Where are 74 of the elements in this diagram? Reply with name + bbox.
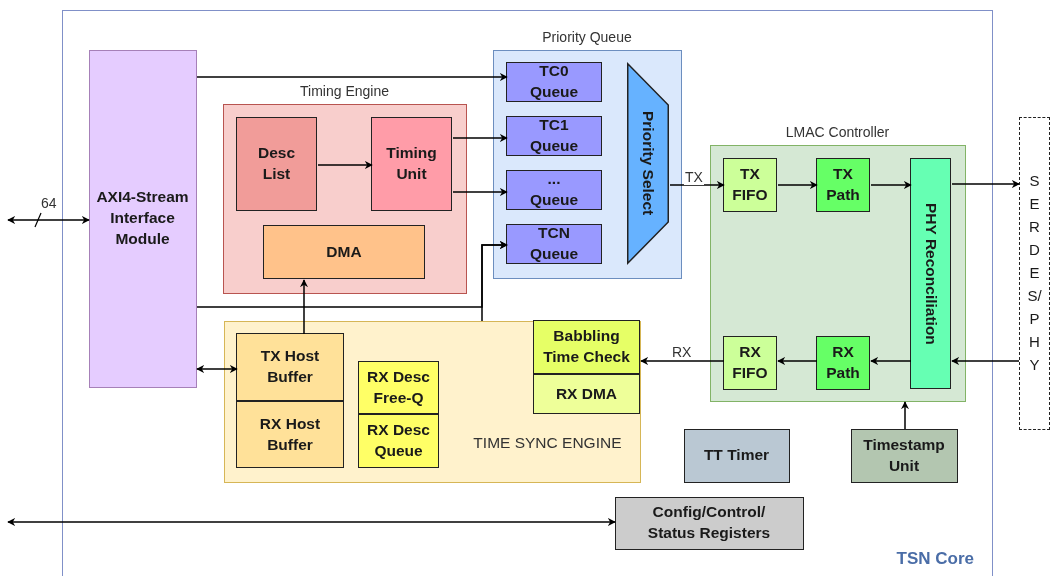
block-label: PHY Reconciliation: [921, 202, 940, 345]
queue-block: [506, 116, 602, 156]
block-label: Priority Select: [639, 111, 657, 216]
group-title: TIME SYNC ENGINE: [473, 433, 622, 452]
module-block: [263, 225, 425, 279]
arrow: [901, 401, 909, 430]
arrow: [452, 134, 508, 142]
arrow: [870, 357, 912, 365]
block-label: Desc List: [256, 143, 297, 184]
arrow: [7, 216, 90, 224]
module-block: [533, 320, 640, 374]
block-label: Config/Control/ Status Registers: [646, 502, 772, 543]
arrow: [300, 279, 308, 335]
module-block: [910, 158, 951, 389]
module-block: [88, 49, 197, 388]
block-label: Babbling Time Check: [542, 326, 631, 367]
arrow: [951, 180, 1020, 188]
block-label: RX Path: [825, 342, 861, 383]
module-block: [683, 428, 790, 483]
block-label: TX Path: [825, 164, 861, 205]
module-block: [533, 374, 640, 414]
block-label: TCN Queue: [528, 223, 580, 264]
block-label: TC0 Queue: [528, 61, 580, 102]
edge-label: TX: [684, 170, 704, 186]
arrow: [777, 181, 818, 189]
core-boundary: [62, 10, 993, 576]
group-title: TSN Core: [896, 549, 974, 569]
arrow: [951, 357, 1020, 365]
arrow: [196, 365, 238, 373]
group-panel: [223, 320, 641, 483]
arrow: [317, 161, 373, 169]
arrow: [870, 181, 912, 189]
block-label: DMA: [326, 241, 362, 262]
block-label: AXI4-Stream Interface Module: [95, 187, 190, 249]
module-block: [236, 117, 317, 211]
arrow: [669, 181, 725, 189]
block-label: RX FIFO: [731, 342, 769, 383]
group-title: Timing Engine: [300, 82, 389, 99]
queue-block: [358, 414, 439, 468]
block-label: TX Host Buffer: [259, 346, 321, 387]
arrow: [7, 518, 616, 526]
module-block: [816, 336, 870, 390]
arrow: [777, 357, 818, 365]
block-label: TT Timer: [703, 445, 770, 466]
buffer-block: [236, 401, 344, 468]
block-label: RX Host Buffer: [258, 413, 322, 455]
group-title: LMAC Controller: [785, 123, 890, 140]
arrow: [481, 241, 508, 322]
queue-block: [506, 170, 602, 210]
group-title: Priority Queue: [542, 28, 632, 45]
module-block: [850, 428, 958, 483]
interface-boundary: [1019, 117, 1050, 430]
block-label: Timing Unit: [385, 143, 438, 184]
queue-block: [358, 361, 439, 414]
register-block: [614, 496, 804, 550]
arrow: [196, 73, 508, 81]
arrow: [640, 357, 725, 365]
module-block: [371, 117, 452, 211]
block-label: RX Desc Queue: [366, 420, 431, 461]
block-label: TC1 Queue: [528, 115, 580, 156]
module-block: [816, 158, 870, 212]
queue-block: [506, 224, 602, 264]
selector-trapezoid: [627, 63, 669, 264]
block-label: Timestamp Unit: [862, 434, 946, 476]
block-label: ... Queue: [528, 169, 580, 210]
block-label: TX FIFO: [731, 164, 769, 205]
module-block: [723, 336, 777, 390]
arrow: [452, 188, 508, 196]
buffer-block: [236, 333, 344, 401]
queue-block: [506, 62, 602, 102]
module-block: [723, 158, 777, 212]
block-label: RX DMA: [555, 383, 618, 404]
block-label: SERDES/PHY: [1027, 171, 1042, 375]
block-label: RX Desc Free-Q: [366, 366, 431, 408]
